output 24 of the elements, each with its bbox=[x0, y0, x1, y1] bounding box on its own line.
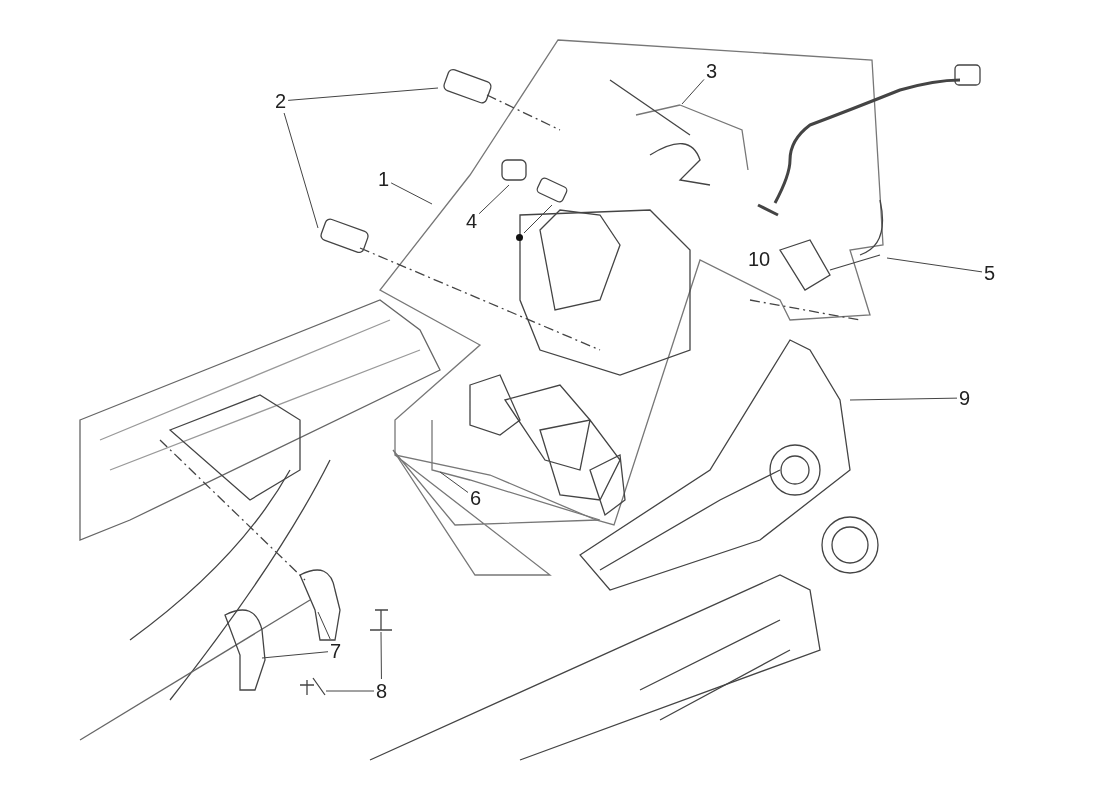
callout-number: 6 bbox=[470, 487, 482, 509]
callout-number: 3 bbox=[706, 60, 718, 82]
leader-line bbox=[261, 651, 329, 659]
leader-line bbox=[478, 184, 510, 215]
callout-number: 8 bbox=[376, 680, 388, 702]
leader-line bbox=[380, 631, 382, 680]
callout-number: 2 bbox=[275, 90, 287, 112]
leader-line bbox=[317, 611, 331, 640]
leader-line bbox=[681, 78, 705, 105]
callout-number: 7 bbox=[330, 640, 342, 662]
callout-number: 4 bbox=[466, 210, 478, 232]
leader-line bbox=[287, 87, 439, 101]
leader-line bbox=[849, 397, 958, 401]
callout-number: 9 bbox=[959, 387, 971, 409]
leader-line bbox=[325, 690, 375, 692]
leader-line bbox=[390, 182, 433, 205]
leader-line bbox=[439, 471, 469, 493]
leader-line bbox=[523, 204, 553, 234]
leader-line bbox=[886, 257, 983, 273]
leader-line bbox=[283, 112, 319, 229]
dot-marker bbox=[516, 234, 523, 241]
callout-number: 5 bbox=[984, 262, 996, 284]
callout-number: 1 bbox=[378, 168, 390, 190]
callout-number: 10 bbox=[748, 248, 771, 270]
